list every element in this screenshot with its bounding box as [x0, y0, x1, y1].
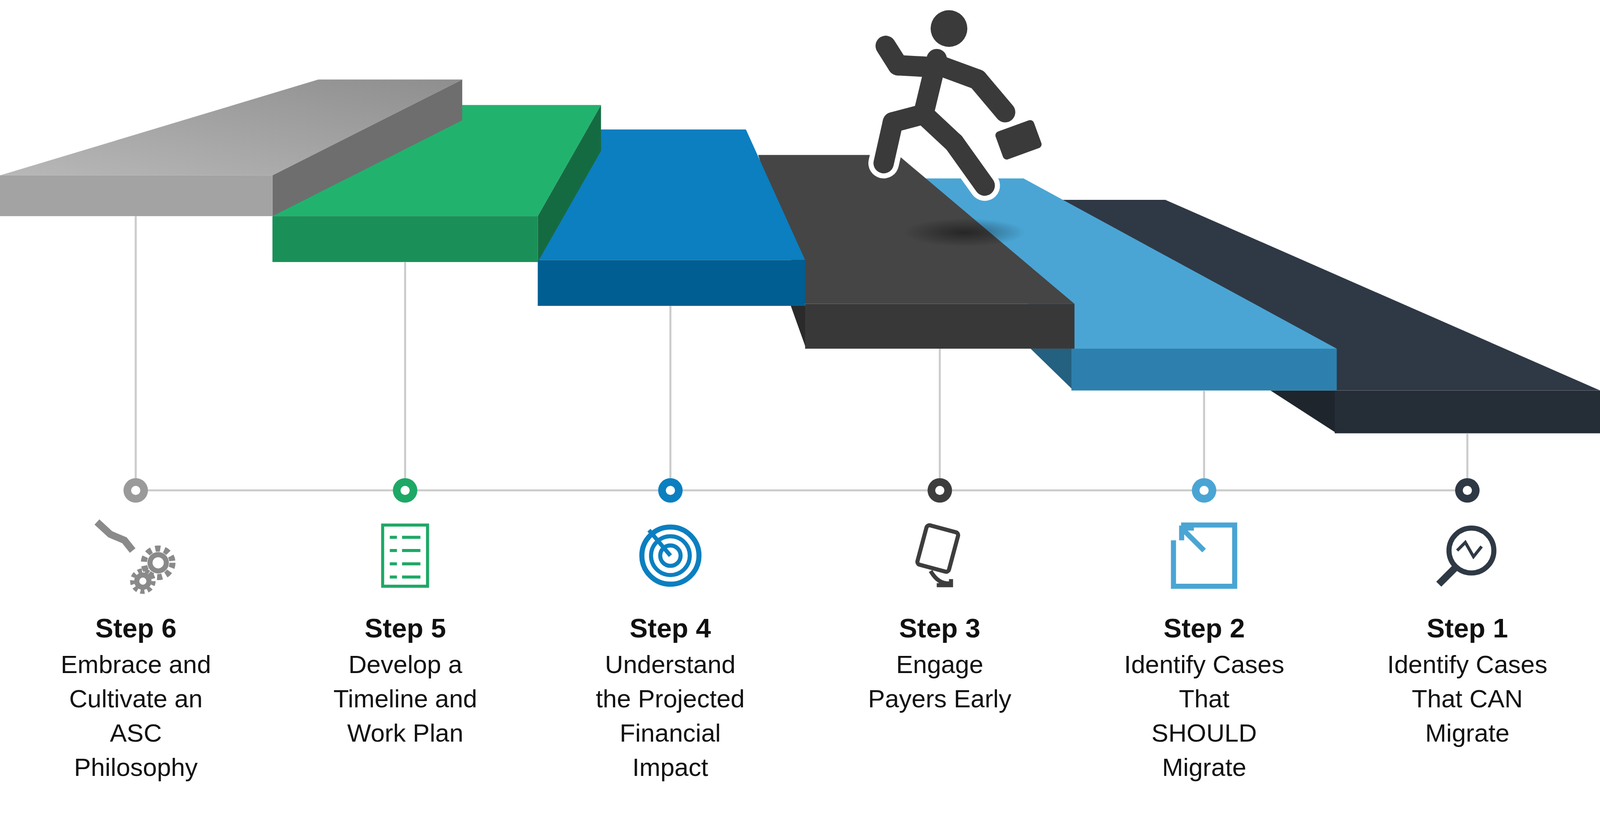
step-text-block: Step 1Identify Cases That CAN Migrate — [1386, 611, 1549, 751]
step-description: Develop a Timeline and Work Plan — [324, 647, 487, 751]
step-heading: Step 5 — [324, 611, 487, 646]
step-description: Identify Cases That SHOULD Migrate — [1122, 647, 1286, 785]
checklist-icon — [382, 525, 428, 587]
hand-money-icon — [916, 524, 959, 586]
step-description: Embrace and Cultivate an ASC Philosophy — [54, 647, 218, 785]
step-text-block: Step 5Develop a Timeline and Work Plan — [324, 611, 487, 751]
figure-shadow — [903, 218, 1026, 247]
step-description: Understand the Projected Financial Impac… — [588, 647, 752, 785]
timeline — [135, 216, 1468, 491]
step-heading: Step 2 — [1122, 611, 1286, 646]
step-heading: Step 4 — [588, 611, 752, 646]
step-description: Identify Cases That CAN Migrate — [1386, 647, 1549, 751]
stair-step — [758, 155, 1075, 349]
step-description: Engage Payers Early — [858, 647, 1021, 717]
step-text-block: Step 2Identify Cases That SHOULD Migrate — [1122, 611, 1286, 785]
target-icon — [641, 527, 700, 585]
gears-icon — [97, 522, 173, 592]
walking-figure — [883, 3, 1049, 186]
step-text-block: Step 4Understand the Projected Financial… — [588, 611, 752, 785]
step-heading: Step 6 — [54, 611, 218, 646]
step-heading: Step 1 — [1386, 611, 1549, 646]
exit-arrow-icon — [1173, 525, 1235, 587]
magnifier-icon — [1438, 528, 1494, 585]
timeline-dots — [123, 478, 1480, 503]
step-text-block: Step 3Engage Payers Early — [858, 611, 1021, 717]
step-heading: Step 3 — [858, 611, 1021, 646]
step-text-block: Step 6Embrace and Cultivate an ASC Philo… — [54, 611, 218, 785]
stair-step — [0, 79, 463, 217]
